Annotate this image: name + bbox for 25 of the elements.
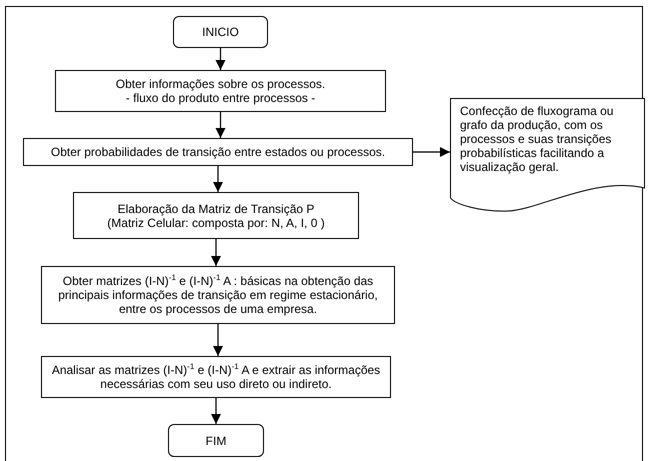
arrow [213, 324, 223, 356]
process-box [73, 192, 359, 239]
node-text: FIM [206, 434, 226, 448]
node-text: Elaboração da Matriz de Transição P [118, 202, 314, 216]
node-text: Analisar as matrizes (I-N)$^{-1}$ e (I-N)$^{-1}$ A e extrair as informações necessárias com seu uso direto ou indireto. [50, 363, 382, 391]
node-text: Obter probabilidades de transição entre estados ou processos. [50, 145, 386, 159]
terminal-box [168, 424, 264, 457]
node-text: Confecção de fluxograma ou grafo da produção, com os processos e suas transições probabilísticas facilitando a visualização geral. [460, 104, 614, 174]
node-text: INICIO [202, 25, 239, 39]
arrow [413, 147, 450, 157]
arrow [211, 398, 221, 424]
process-box [55, 70, 386, 112]
arrow [211, 239, 221, 266]
process-box [23, 138, 413, 166]
document-shape [450, 98, 645, 212]
arrow [216, 112, 226, 138]
arrow [213, 166, 223, 192]
node-text: Obter informações sobre os processos. [116, 77, 326, 91]
process-box [41, 356, 391, 398]
terminal-box [173, 16, 268, 48]
arrow [216, 48, 226, 70]
process-box [41, 266, 395, 324]
node-text: - fluxo do produto entre processos - [126, 91, 316, 105]
node-text: (Matriz Celular: composta por: N, A, I, 0 ) [107, 216, 325, 230]
node-text: Obter matrizes (I-N)$^{-1}$ e (I-N)$^{-1}$ A : básicas na obtenção das principais informações de transição em regime estacionário, entre os processos de uma empresa. [57, 274, 379, 316]
